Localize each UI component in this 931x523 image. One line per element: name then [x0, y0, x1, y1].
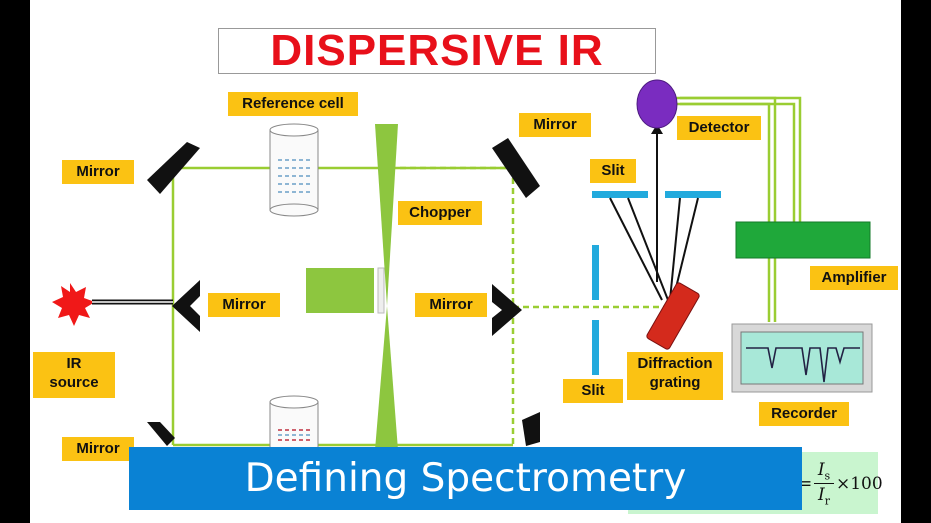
slit-top-right — [665, 191, 721, 198]
slit-top-left — [592, 191, 648, 198]
amplifier-icon — [735, 221, 871, 259]
recorder-icon — [731, 323, 873, 393]
detector-icon — [636, 79, 678, 129]
amplifier-label: Amplifier — [810, 266, 898, 290]
formula-times: ×100 — [836, 474, 883, 494]
mirror-mid-right-label: Mirror — [415, 293, 487, 317]
chopper-label: Chopper — [398, 201, 482, 225]
sample-cell-block — [306, 268, 374, 313]
caption-text: Defining Spectrometry — [244, 456, 687, 501]
sample-cell-icon — [269, 395, 319, 453]
slit-top-label: Slit — [590, 159, 636, 183]
reference-cell-icon — [269, 123, 319, 217]
ir-source-label: IR source — [33, 352, 115, 398]
detector-arrow — [651, 124, 663, 134]
mirror-bottom-left-icon — [147, 422, 175, 446]
diagram-canvas: DISPERSIVE IR Reference cell Mirror Mirr… — [30, 0, 901, 523]
amplifier-wire-inner — [658, 102, 796, 222]
ir-source-label-line2: source — [49, 374, 99, 391]
mirror-mid-left-icon — [172, 280, 200, 332]
grating-rays — [609, 130, 699, 301]
mirror-top-right-label: Mirror — [519, 113, 591, 137]
ir-source-icon — [52, 283, 95, 326]
recorder-label: Recorder — [759, 402, 849, 426]
mirror-mid-left-label: Mirror — [208, 293, 280, 317]
ir-source-label-line1: IR — [66, 355, 82, 372]
detector-label: Detector — [677, 116, 761, 140]
slit-bottom-label: Slit — [563, 379, 623, 403]
mirror-top-right-icon — [492, 138, 540, 198]
page-title: DISPERSIVE IR — [270, 26, 604, 75]
title-box: DISPERSIVE IR — [218, 28, 656, 74]
caption-banner: Defining Spectrometry — [129, 447, 802, 510]
mirror-bottom-right-icon — [522, 412, 540, 446]
chopper-icon — [375, 124, 398, 306]
mirror-top-left-icon — [147, 142, 200, 194]
mirror-top-left-label: Mirror — [62, 160, 134, 184]
formula-fraction: Is Ir — [814, 460, 834, 508]
diffraction-grating-label: Diffraction grating — [627, 352, 723, 400]
slit-entrance-lower — [592, 320, 599, 375]
diffraction-grating-icon — [646, 282, 700, 350]
diffraction-grating-label-line1: Diffraction — [637, 355, 713, 372]
slit-entrance-upper — [592, 245, 599, 300]
formula-denominator: Ir — [818, 485, 830, 508]
diagram-graphic — [52, 79, 873, 453]
beam-paths — [171, 166, 670, 447]
reference-cell-label: Reference cell — [228, 92, 358, 116]
mirror-bottom-left-label: Mirror — [62, 437, 134, 461]
mirror-mid-right-icon — [492, 284, 522, 336]
amplifier-wire-outer — [658, 96, 802, 222]
diffraction-grating-label-line2: grating — [649, 374, 701, 391]
formula-numerator: Is — [817, 460, 831, 483]
